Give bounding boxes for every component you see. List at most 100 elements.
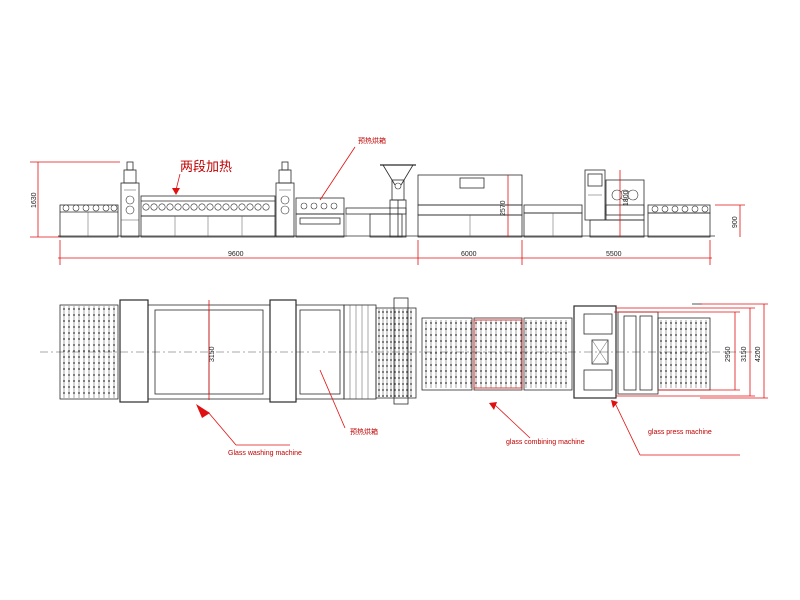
grid-dot [705, 346, 707, 348]
grid-dot [83, 338, 85, 340]
grid-dot [98, 374, 100, 376]
grid-dot [500, 328, 502, 330]
grid-dot [700, 352, 702, 354]
grid-dot [435, 328, 437, 330]
grid-dot [98, 308, 100, 310]
grid-dot [390, 347, 392, 349]
grid-dot [73, 392, 75, 394]
grid-dot [113, 332, 115, 334]
grid-dot [525, 382, 527, 384]
grid-dot [93, 332, 95, 334]
grid-dot [480, 352, 482, 354]
grid-dot [78, 338, 80, 340]
dim-length-total-left: 9600 [228, 251, 244, 258]
grid-dot [680, 352, 682, 354]
grid-dot [410, 323, 412, 325]
grid-dot [495, 382, 497, 384]
grid-dot [675, 334, 677, 336]
grid-dot [680, 328, 682, 330]
grid-dot [78, 356, 80, 358]
dim-width-press-b: 3150 [741, 346, 748, 362]
grid-dot [113, 386, 115, 388]
grid-dot [103, 374, 105, 376]
grid-dot [103, 356, 105, 358]
grid-dot [490, 352, 492, 354]
grid-dot [425, 370, 427, 372]
grid-dot [505, 370, 507, 372]
grid-dot [113, 356, 115, 358]
grid-dot [455, 322, 457, 324]
heating-roller [174, 203, 182, 211]
grid-dot [530, 322, 532, 324]
grid-dot [386, 347, 388, 349]
grid-dot [535, 334, 537, 336]
grid-dot [530, 352, 532, 354]
grid-dot [386, 371, 388, 373]
grid-dot [78, 368, 80, 370]
grid-dot [500, 382, 502, 384]
heating-roller [166, 203, 174, 211]
grid-dot [68, 344, 70, 346]
grid-dot [455, 364, 457, 366]
grid-dot [550, 382, 552, 384]
grid-dot [540, 358, 542, 360]
grid-dot [103, 308, 105, 310]
grid-dot [63, 308, 65, 310]
grid-dot [460, 358, 462, 360]
grid-dot [63, 356, 65, 358]
grid-dot [530, 346, 532, 348]
grid-dot [98, 326, 100, 328]
grid-dot [382, 395, 384, 397]
heating-tower-2 [275, 161, 295, 238]
grid-dot [382, 317, 384, 319]
grid-dot [113, 344, 115, 346]
grid-dot [410, 341, 412, 343]
grid-dot [450, 322, 452, 324]
label-preheat-oven-top: 预热烘箱 [358, 136, 386, 145]
grid-dot [485, 340, 487, 342]
grid-dot [520, 340, 522, 342]
grid-dot [550, 322, 552, 324]
grid-dot [93, 314, 95, 316]
grid-dot [555, 340, 557, 342]
grid-dot [535, 358, 537, 360]
grid-dot [455, 328, 457, 330]
grid-dot [675, 346, 677, 348]
grid-dot [675, 322, 677, 324]
grid-dot [510, 376, 512, 378]
grid-dot [705, 376, 707, 378]
grid-dot [480, 334, 482, 336]
grid-dot [68, 338, 70, 340]
grid-dot [108, 392, 110, 394]
grid-dot [475, 364, 477, 366]
grid-dot [510, 346, 512, 348]
grid-dot [445, 364, 447, 366]
grid-dot [425, 328, 427, 330]
grid-dot [510, 322, 512, 324]
grid-dot [93, 338, 95, 340]
grid-dot [495, 364, 497, 366]
grid-dot [63, 338, 65, 340]
grid-dot [565, 346, 567, 348]
grid-dot [88, 368, 90, 370]
grid-dot [382, 341, 384, 343]
grid-dot [410, 395, 412, 397]
grid-dot [550, 376, 552, 378]
grid-dot [98, 386, 100, 388]
grid-dot [685, 346, 687, 348]
grid-dot [545, 364, 547, 366]
grid-dot [68, 374, 70, 376]
grid-dot [670, 382, 672, 384]
grid-dot [450, 370, 452, 372]
grid-dot [435, 376, 437, 378]
grid-dot [73, 386, 75, 388]
grid-dot [108, 350, 110, 352]
grid-dot [402, 365, 404, 367]
grid-dot [394, 365, 396, 367]
grid-dot [394, 371, 396, 373]
grid-dot [440, 346, 442, 348]
grid-dot [108, 308, 110, 310]
grid-dot [660, 376, 662, 378]
grid-dot [705, 328, 707, 330]
grid-dot [78, 314, 80, 316]
